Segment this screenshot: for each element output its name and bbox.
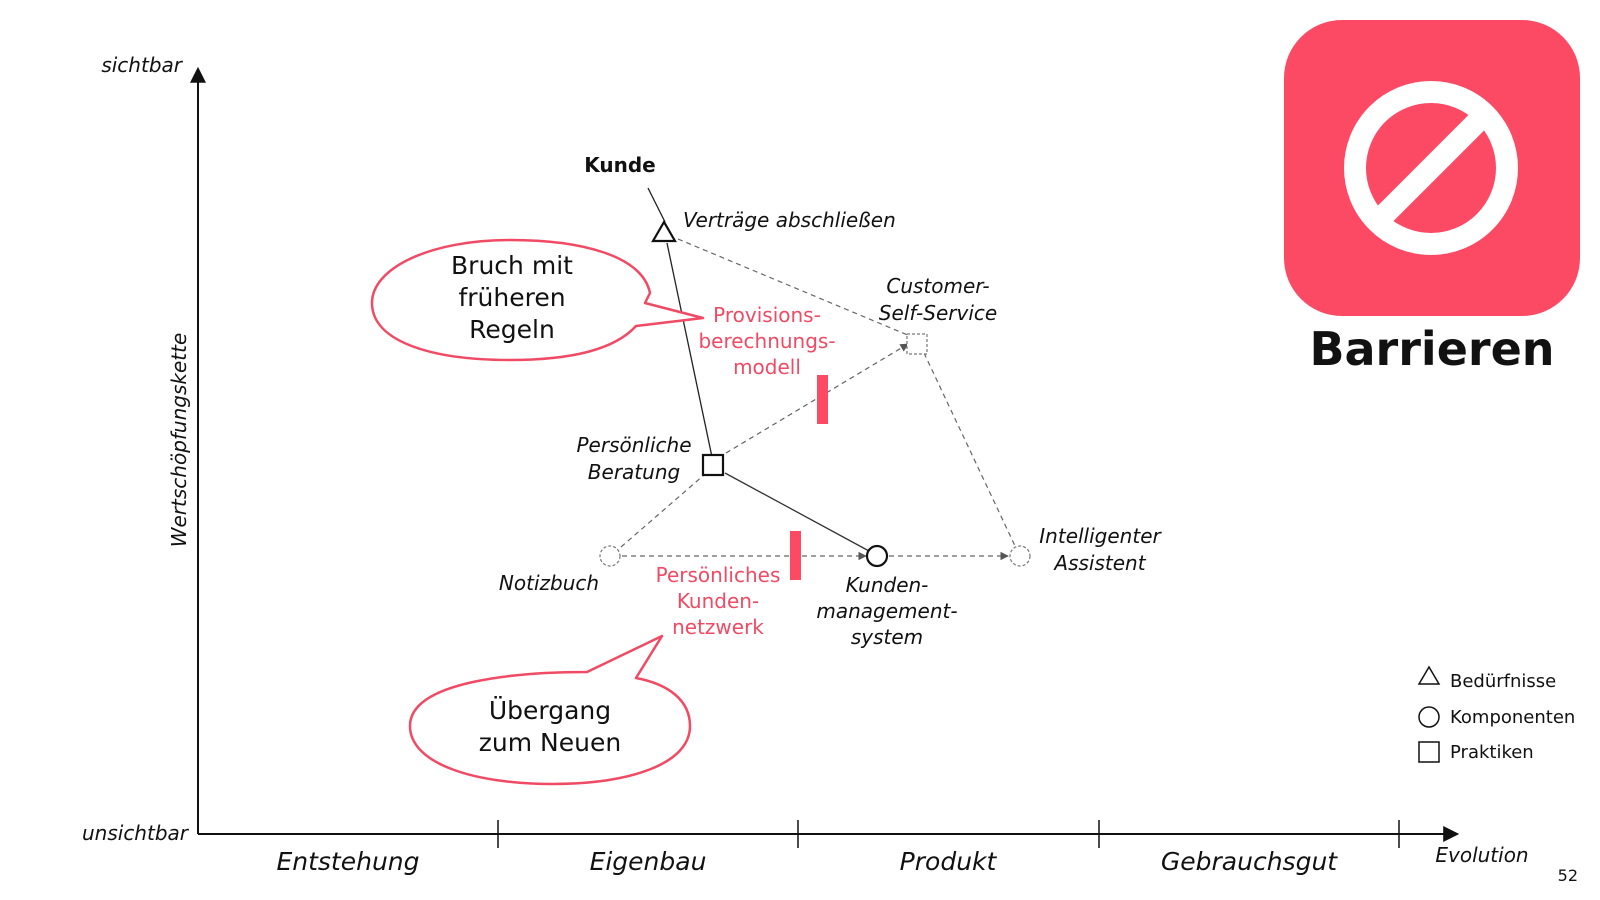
link-kunde-vertraege: [647, 187, 666, 223]
barrier-label-netzwerk-1: Persönliches: [656, 563, 781, 587]
node-label-selfservice-1: Customer-: [886, 274, 989, 298]
barrier-label-provision-2: berechnungs-: [698, 329, 835, 353]
callout-bubble-uebergang: [408, 634, 692, 786]
y-axis-title: Wertschöpfungskette: [167, 333, 191, 548]
stage-label-entstehung: Entstehung: [276, 847, 419, 876]
barrier-label-provision-1: Provisions-: [713, 303, 821, 327]
node-beratung-square: [701, 453, 725, 477]
prohibited-icon: [1344, 81, 1518, 255]
node-label-kundenmanagement-3: system: [851, 625, 923, 649]
legend-circle-icon: [1418, 706, 1440, 728]
callout-text-bruch-1: Bruch mit: [451, 251, 573, 280]
link-notizbuch-beratung: [620, 474, 705, 548]
node-label-notizbuch: Notizbuch: [499, 571, 599, 595]
stage-label-eigenbau: Eigenbau: [590, 847, 707, 876]
node-label-vertraege: Verträge abschließen: [683, 208, 896, 232]
node-label-kundenmanagement-1: Kunden-: [846, 573, 929, 597]
barrier-badge: [1284, 20, 1580, 316]
barrier-marker-netzwerk: [790, 531, 801, 580]
callout-text-uebergang-1: Übergang: [489, 696, 611, 725]
stage-label-gebrauchsgut: Gebrauchsgut: [1161, 847, 1338, 876]
stage-label-produkt: Produkt: [900, 847, 998, 876]
node-assistent-circle: [1009, 545, 1031, 567]
page-number: 52: [1557, 866, 1578, 885]
callout-text-bruch-3: Regeln: [469, 315, 555, 344]
legend-label-components: Komponenten: [1450, 707, 1575, 728]
legend-square-icon: [1418, 741, 1440, 763]
callout-text-bruch-2: früheren: [458, 283, 565, 312]
node-vertraege-triangle: [651, 219, 677, 243]
node-notizbuch-circle: [599, 545, 621, 567]
barrier-label-netzwerk-3: netzwerk: [672, 615, 764, 639]
node-label-kunde: Kunde: [584, 153, 656, 177]
node-selfservice-square: [906, 333, 928, 355]
node-kundenmanagement-circle: [865, 544, 889, 568]
x-axis-title: Evolution: [1435, 843, 1528, 867]
barrier-label-provision-3: modell: [733, 355, 801, 379]
legend-triangle-icon: [1417, 665, 1441, 685]
barrier-title: Barrieren: [1309, 322, 1555, 376]
y-axis-bottom-label: unsichtbar: [82, 821, 190, 845]
node-label-selfservice-2: Self-Service: [879, 301, 997, 325]
node-label-beratung-1: Persönliche: [576, 433, 691, 457]
node-label-beratung-2: Beratung: [588, 460, 680, 484]
node-label-kundenmanagement-2: management-: [816, 599, 957, 623]
node-label-assistent-1: Intelligenter: [1039, 524, 1162, 548]
legend-label-practices: Praktiken: [1450, 742, 1534, 763]
legend-label-needs: Bedürfnisse: [1450, 671, 1556, 692]
barrier-marker-provision: [817, 375, 828, 424]
link-vertraege-beratung: [666, 242, 713, 458]
link-vertraege-selfservice: [677, 238, 911, 337]
node-label-assistent-2: Assistent: [1052, 551, 1146, 575]
link-selfservice-assistent: [923, 352, 1017, 549]
callout-text-uebergang-2: zum Neuen: [479, 728, 621, 757]
link-beratung-kundenmanagement: [724, 472, 870, 552]
barrier-label-netzwerk-2: Kunden-: [677, 589, 759, 613]
callout-bubble-bruch: [370, 238, 705, 362]
y-axis-top-label: sichtbar: [101, 53, 183, 77]
